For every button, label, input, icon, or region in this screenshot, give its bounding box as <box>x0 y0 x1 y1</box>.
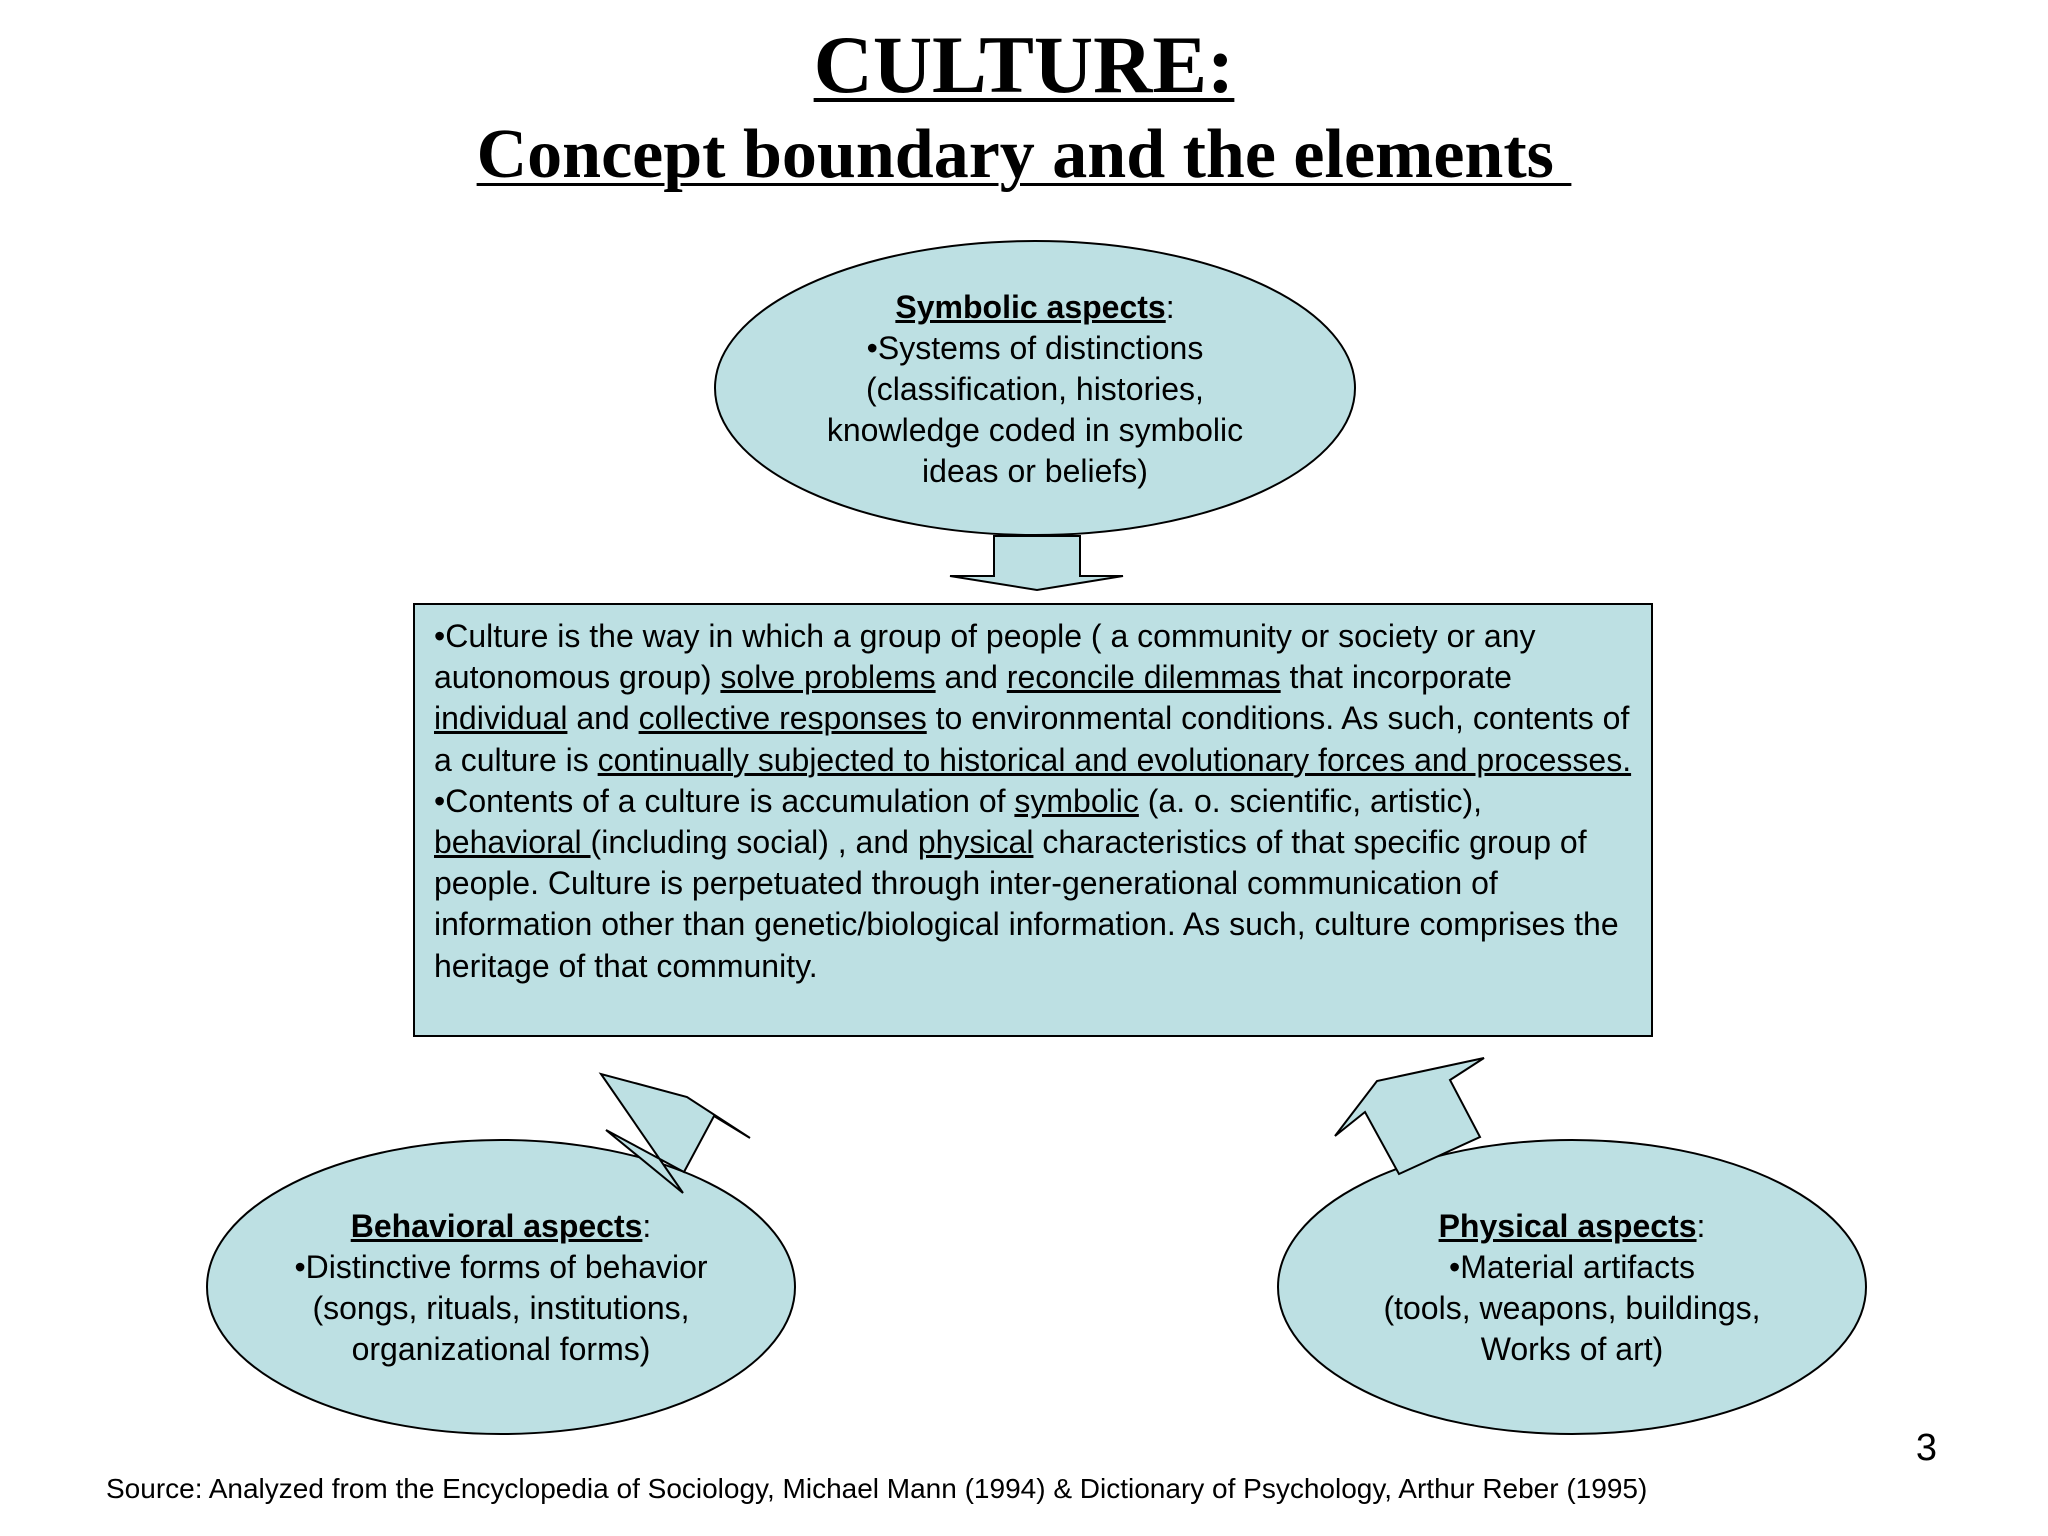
culture-definition-box: •Culture is the way in which a group of … <box>414 604 1652 1036</box>
text-run: that incorporate <box>1280 659 1512 696</box>
behavioral-colon: : <box>642 1208 652 1244</box>
definition-paragraph-1: •Culture is the way in which a group of … <box>434 616 1634 781</box>
underlined-term: symbolic <box>1014 782 1139 819</box>
down-arrow <box>949 535 1124 592</box>
symbolic-colon: : <box>1165 289 1175 325</box>
center-box-frame <box>413 603 1653 1037</box>
up-arrow-right <box>1334 1057 1485 1176</box>
physical-line: •Material artifacts <box>1449 1249 1695 1285</box>
behavioral-heading: Behavioral aspects <box>350 1208 643 1244</box>
underlined-term: individual <box>434 700 568 737</box>
behavioral-line: (songs, rituals, institutions, <box>312 1290 690 1326</box>
text-run: and <box>567 700 639 737</box>
symbolic-line: (classification, histories, <box>866 371 1204 407</box>
symbolic-line: ideas or beliefs) <box>922 453 1148 489</box>
slide-subtitle: Concept boundary and the elements <box>476 116 1572 193</box>
symbolic-line: •Systems of distinctions <box>866 330 1204 366</box>
text-run: (a. o. scientific, artistic), <box>1138 782 1483 819</box>
up-arrow-left <box>598 1072 751 1194</box>
underlined-term: collective responses <box>638 700 927 737</box>
text-run: characteristics of that specific group o… <box>434 824 1619 984</box>
source-citation: Source: Analyzed from the Encyclopedia o… <box>106 1473 1648 1504</box>
behavioral-line: •Distinctive forms of behavior <box>294 1249 708 1285</box>
underlined-term: solve problems <box>720 659 936 696</box>
text-run: and <box>935 659 1007 696</box>
physical-heading: Physical aspects <box>1438 1208 1697 1244</box>
text-run: •Contents of a culture is accumulation o… <box>434 782 1015 819</box>
physical-line: (tools, weapons, buildings, <box>1383 1290 1761 1326</box>
symbolic-heading-line: Symbolic aspects: <box>735 287 1335 328</box>
underlined-term: behavioral <box>434 824 591 861</box>
underlined-term: reconcile dilemmas <box>1006 659 1281 696</box>
physical-heading-line: Physical aspects: <box>1302 1206 1842 1247</box>
behavioral-text: Behavioral aspects: •Distinctive forms o… <box>231 1206 771 1370</box>
physical-ellipse <box>1277 1139 1867 1435</box>
definition-paragraph-2: •Contents of a culture is accumulation o… <box>434 781 1634 987</box>
physical-line: Works of art) <box>1480 1331 1664 1367</box>
underlined-term: continually subjected to historical and … <box>597 741 1632 778</box>
text-run: to environmental conditions. As such, co… <box>434 700 1630 778</box>
text-run: •Culture is the way in which a group of … <box>434 618 1536 696</box>
behavioral-line: organizational forms) <box>351 1331 651 1367</box>
text-run: (including social) , and <box>590 824 918 861</box>
underlined-term: physical <box>917 824 1034 861</box>
physical-colon: : <box>1696 1208 1706 1244</box>
behavioral-ellipse <box>206 1139 796 1435</box>
page-number: 3 <box>1915 1427 1937 1469</box>
symbolic-heading: Symbolic aspects <box>895 289 1166 325</box>
slide-title: CULTURE: <box>813 19 1235 110</box>
symbolic-line: knowledge coded in symbolic <box>826 412 1244 448</box>
physical-text: Physical aspects: •Material artifacts (t… <box>1302 1206 1842 1370</box>
behavioral-heading-line: Behavioral aspects: <box>231 1206 771 1247</box>
symbolic-text: Symbolic aspects: •Systems of distinctio… <box>735 287 1335 492</box>
